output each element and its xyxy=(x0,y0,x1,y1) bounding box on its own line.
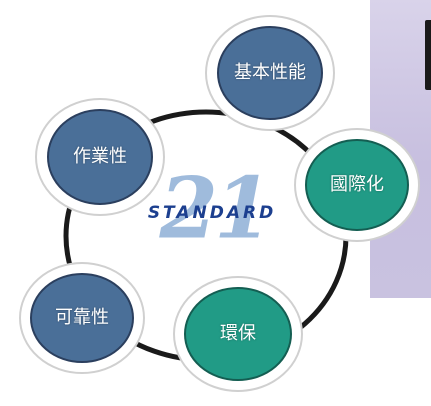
node-env-shape xyxy=(173,276,303,392)
node-intl-label: 國際化 xyxy=(330,174,384,195)
node-work-shape xyxy=(35,98,165,216)
center-word-standard: STANDARD xyxy=(147,203,277,223)
node-maint-shape xyxy=(19,262,145,374)
center-number-21: 21 xyxy=(159,158,273,258)
node-intl-shape xyxy=(294,128,420,242)
node-maint-label: 可靠性 xyxy=(55,307,109,328)
panel-tab xyxy=(425,20,431,90)
node-basic-label: 基本性能 xyxy=(234,62,306,83)
node-basic-shape xyxy=(205,15,335,131)
node-env-label: 環保 xyxy=(220,323,256,344)
node-work-label: 作業性 xyxy=(73,146,127,167)
